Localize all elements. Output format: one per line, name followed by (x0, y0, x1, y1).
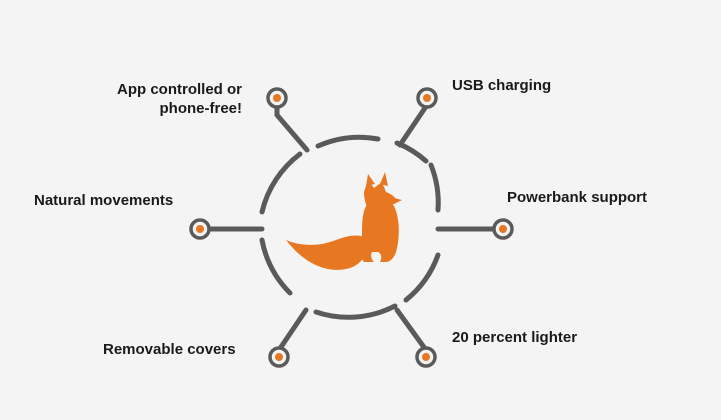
label-usb-charging: USB charging (452, 77, 552, 94)
nodes (189, 87, 514, 368)
node-removable-covers (268, 346, 290, 368)
node-natural-movements (189, 218, 211, 240)
connector-removable-covers (276, 307, 309, 353)
label-removable-covers: Removable covers (103, 341, 236, 358)
ring-segment-right-upper (428, 162, 441, 213)
ring-segment-left-upper (259, 151, 303, 215)
node-app-controlled (266, 87, 288, 109)
label-app-controlled: App controlled or phone-free! (117, 80, 242, 118)
node-usb-charging (416, 87, 438, 109)
node-lighter (415, 346, 437, 368)
connector-app-controlled (274, 102, 310, 153)
ring-segment-left-lower (259, 237, 293, 296)
connectors (205, 102, 499, 353)
ring-segment-top (315, 134, 381, 149)
connector-usb-charging (397, 102, 430, 148)
label-powerbank-support: Powerbank support (507, 189, 648, 206)
label-lighter: 20 percent lighter (452, 329, 578, 346)
label-app-controlled-line2: phone-free! (159, 100, 243, 117)
label-natural-movements: Natural movements (34, 192, 174, 209)
node-powerbank (492, 218, 514, 240)
connector-lighter (394, 307, 429, 353)
label-app-controlled-line1: App controlled or (117, 81, 242, 98)
center-ring (259, 134, 441, 320)
ring-segment-right-lower (403, 252, 441, 303)
ring-segment-bottom (313, 303, 398, 320)
fox-icon (286, 172, 402, 270)
